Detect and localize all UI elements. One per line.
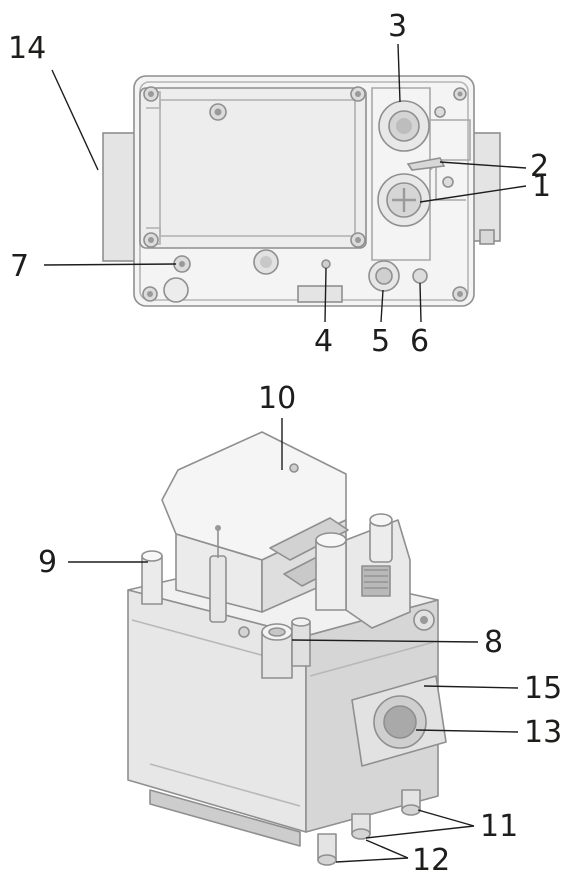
regulator-section [371, 87, 431, 261]
callout-6: 6 [410, 324, 430, 359]
leader-8 [291, 639, 479, 643]
port-4 [321, 259, 331, 269]
top-view-valve [102, 75, 501, 307]
leader-14 [51, 69, 99, 171]
callout-7: 7 [10, 249, 30, 284]
top-leaders [43, 43, 527, 323]
callout-10: 10 [258, 381, 297, 416]
leader-1 [419, 185, 527, 203]
electrode [209, 555, 227, 623]
right-tab-pin [479, 229, 495, 245]
leader-12a [335, 857, 409, 863]
leader-12b [365, 839, 409, 859]
callout-8: 8 [484, 625, 504, 660]
connector-terminal [361, 565, 391, 597]
leader-6 [419, 282, 422, 323]
leader-5 [380, 289, 384, 323]
leader-3 [397, 43, 401, 103]
leader-2 [439, 161, 527, 169]
leader-4 [324, 267, 327, 323]
callout-5: 5 [371, 324, 391, 359]
leader-13 [415, 729, 519, 733]
leader-11b [417, 809, 475, 827]
cover-plate [139, 87, 367, 249]
callout-9: 9 [38, 545, 58, 580]
post-9 [141, 555, 163, 605]
callout-2: 2 [530, 149, 550, 184]
callout-14: 14 [8, 31, 47, 66]
iso-leaders [68, 418, 519, 863]
callout-4: 4 [314, 324, 334, 359]
corner-screws [142, 86, 468, 302]
callout-12: 12 [412, 843, 451, 878]
callout-15: 15 [524, 671, 563, 706]
leader-11a [365, 825, 475, 839]
callout-1: 1 [532, 169, 552, 204]
port-6 [412, 268, 428, 284]
callout-3: 3 [388, 9, 408, 44]
callout-11: 11 [480, 809, 519, 844]
leader-15 [423, 685, 519, 689]
callout-13: 13 [524, 715, 563, 750]
leader-7 [43, 263, 177, 266]
adjuster-2 [406, 157, 446, 171]
bottom-connector [297, 285, 343, 303]
isometric-view-valve [127, 431, 447, 866]
left-side-tab [102, 132, 138, 262]
